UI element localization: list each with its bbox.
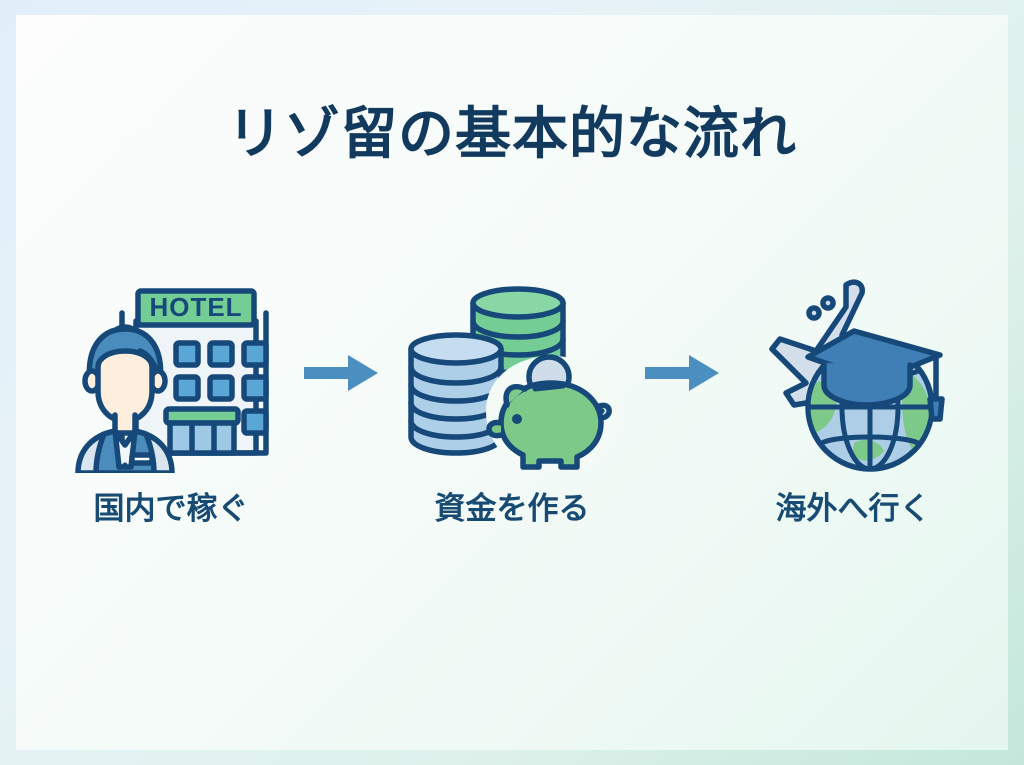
slide-card: リゾ留の基本的な流れ xyxy=(16,15,1008,750)
flow-step-label-build-funds: 資金を作る xyxy=(434,491,590,526)
airplane-globe-graduation-icon xyxy=(738,270,968,475)
flow-arrow-1 xyxy=(302,270,382,475)
hotel-receptionist-icon: HOTEL xyxy=(56,270,286,475)
flow-step-build-funds: 資金を作る xyxy=(397,270,627,528)
coins-piggy-bank-icon xyxy=(397,270,627,475)
flow-diagram: HOTEL 国内で稼ぐ xyxy=(56,270,968,570)
right-arrow-icon xyxy=(303,354,378,391)
hotel-sign-text: HOTEL xyxy=(149,292,242,322)
flow-arrow-2 xyxy=(643,270,723,475)
flow-step-domestic-work: HOTEL 国内で稼ぐ xyxy=(56,270,286,528)
right-arrow-icon xyxy=(644,354,719,391)
page-title: リゾ留の基本的な流れ xyxy=(227,102,797,165)
flow-step-label-domestic-work: 国内で稼ぐ xyxy=(93,491,249,526)
flow-step-label-go-abroad: 海外へ行く xyxy=(775,491,931,526)
flow-step-go-abroad: 海外へ行く xyxy=(738,270,968,528)
